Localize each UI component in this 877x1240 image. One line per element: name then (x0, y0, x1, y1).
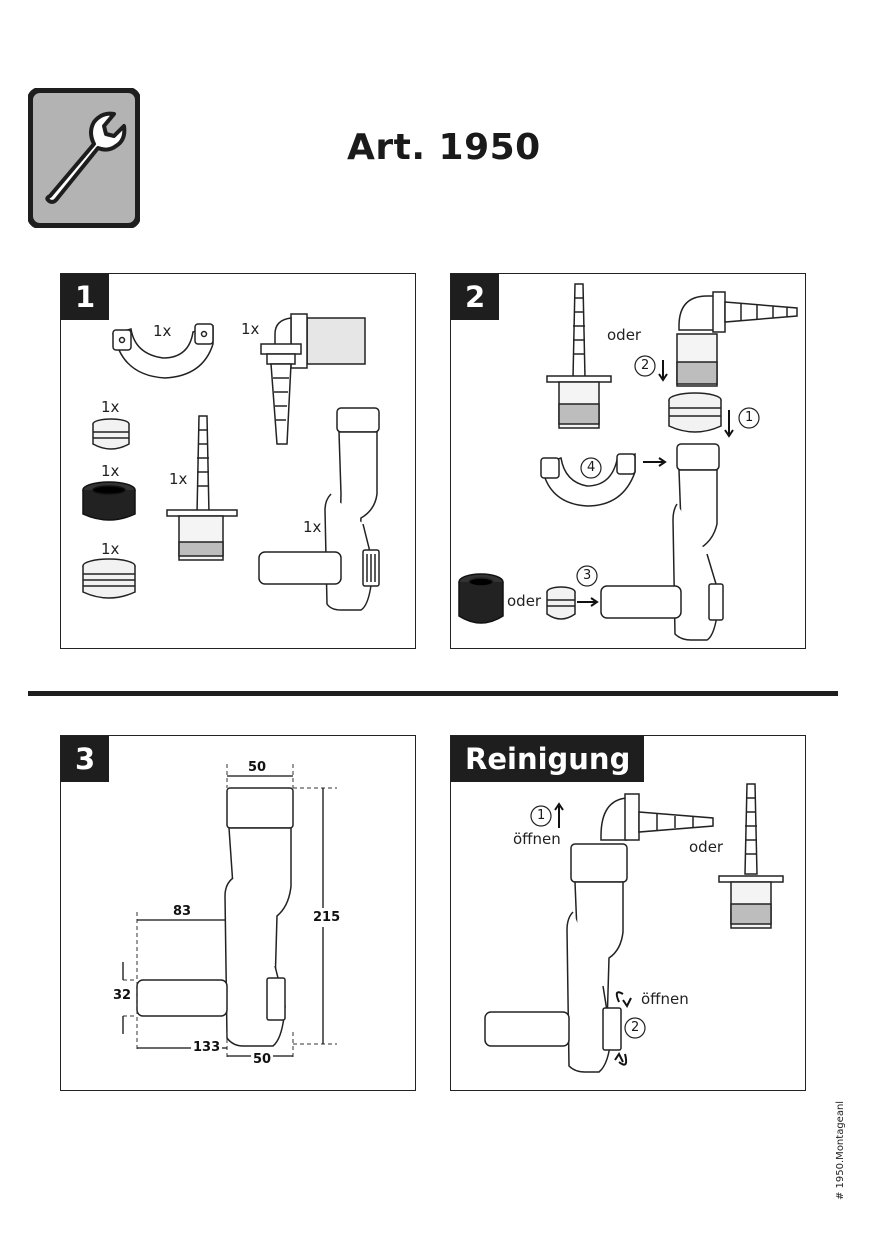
hose-connector-drawing (166, 415, 238, 561)
extension-lines (123, 764, 337, 1058)
step-2-assembly-illustration (458, 283, 798, 641)
siphon-side-view (136, 787, 294, 1047)
cleaning-panel: Reinigung (450, 735, 806, 1091)
qty-large-nut: 1x (101, 540, 120, 558)
step-2-panel: 2 (450, 273, 806, 649)
step-3-panel: 3 50 215 83 (60, 735, 416, 1091)
cleaning-markers (530, 805, 646, 1039)
qty-clip: 1x (153, 322, 172, 340)
dim-offset: 83 (173, 904, 192, 919)
step-1-badge: 1 (61, 274, 110, 320)
open-label-1: öffnen (513, 830, 561, 848)
oder-label-top: oder (607, 326, 642, 344)
step-1-panel: 1 (60, 273, 416, 649)
qty-seal: 1x (101, 462, 120, 480)
wrench-icon (27, 87, 141, 229)
qty-small-nut: 1x (101, 398, 120, 416)
cleaning-marker-1: 1 (537, 808, 546, 823)
large-nut-drawing (82, 558, 136, 599)
oder-label-bottom: oder (507, 592, 542, 610)
dim-total-length: 133 (191, 1040, 223, 1055)
dim-top-width: 50 (248, 760, 267, 775)
qty-siphon: 1x (303, 518, 322, 536)
cleaning-illustration (484, 783, 784, 1073)
marker-2: 2 (641, 358, 650, 373)
dim-pipe-diameter: 32 (113, 988, 132, 1003)
cleaning-badge: Reinigung (451, 736, 645, 782)
dimension-drawing (122, 764, 337, 1058)
step-1-parts-illustration (82, 313, 380, 611)
step-3-badge: 3 (61, 736, 110, 782)
elbow-connector-drawing (260, 313, 366, 445)
marker-1: 1 (745, 410, 754, 425)
marker-3: 3 (583, 568, 592, 583)
assembly-arrows (577, 360, 734, 607)
document-reference: # 1950.Montageanl (835, 1100, 846, 1200)
open-label-2: öffnen (641, 990, 689, 1008)
step-markers (576, 355, 760, 587)
section-divider (28, 691, 838, 696)
dim-bottom-width: 50 (251, 1052, 274, 1067)
small-nut-drawing (92, 418, 130, 450)
marker-4: 4 (587, 460, 596, 475)
siphon-drawing (258, 407, 380, 611)
pipe-clip-drawing (112, 323, 214, 379)
rubber-seal-drawing (82, 481, 136, 521)
cleaning-arrows (554, 802, 632, 1066)
cleaning-marker-2: 2 (631, 1020, 640, 1035)
page-title: Art. 1950 (347, 127, 541, 168)
qty-hose-connector: 1x (169, 470, 188, 488)
dim-height: 215 (313, 908, 341, 927)
oder-label: oder (689, 838, 724, 856)
qty-elbow: 1x (241, 320, 260, 338)
step-2-badge: 2 (451, 274, 500, 320)
